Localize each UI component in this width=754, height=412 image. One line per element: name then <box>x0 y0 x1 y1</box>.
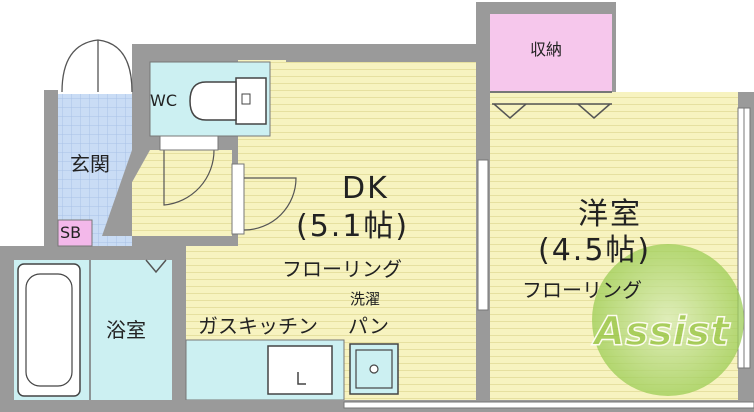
western-room-size: (4.5帖) <box>538 233 652 268</box>
dk-name: DK <box>342 171 389 206</box>
toilet-bowl <box>189 81 237 121</box>
entrance-label: 玄関 <box>70 152 110 176</box>
closet-door-right <box>577 103 611 119</box>
dk-door <box>243 177 297 231</box>
sliding-door <box>477 159 489 311</box>
dk-floor: フローリング <box>282 257 402 281</box>
dk-floor <box>186 60 476 400</box>
toilet-tank <box>235 77 267 125</box>
washer-label-line2: パン <box>348 314 389 338</box>
front-door <box>61 39 133 93</box>
bath-door <box>145 259 167 274</box>
bath-label: 浴室 <box>106 318 146 342</box>
assist-logo-text: Assist <box>591 309 731 355</box>
toilet-label: WC <box>150 91 177 110</box>
washer-label-line1: 洗濯 <box>350 290 381 308</box>
assist-logo: Assist <box>590 244 744 396</box>
storage-label: 収納 <box>530 40 563 59</box>
kitchen-label: ガスキッチン <box>198 314 318 338</box>
hallway-floor <box>102 150 232 236</box>
storage-closet <box>490 14 612 92</box>
shoe-box <box>57 219 93 247</box>
western-room-floor: フローリング <box>522 278 642 302</box>
dk-size: (5.1帖) <box>296 209 410 244</box>
toilet-door <box>163 149 215 206</box>
western-room-name: 洋室 <box>578 197 642 232</box>
kitchen-sink <box>267 345 333 395</box>
closet-door-left <box>493 103 527 119</box>
shoe-box-label: SB <box>60 223 82 242</box>
